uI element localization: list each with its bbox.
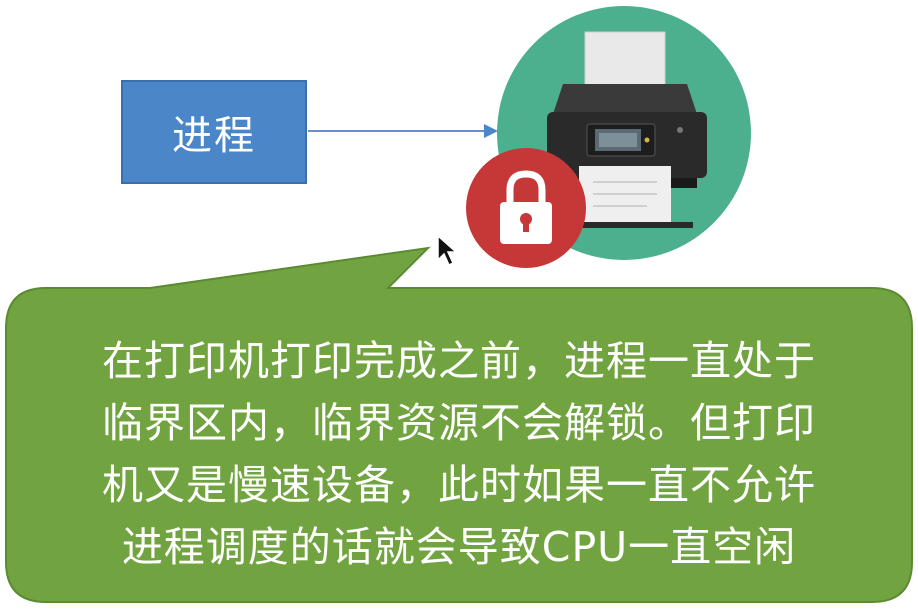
callout-text: 在打印机打印完成之前，进程一直处于 临界区内，临界资源不会解锁。但打印 机又是慢… (28, 330, 890, 578)
process-label: 进程 (172, 113, 256, 159)
callout-line-4: 进程调度的话就会导致CPU一直空闲 (121, 523, 797, 571)
callout-line-1: 在打印机打印完成之前，进程一直处于 (102, 337, 816, 385)
lock-circle (466, 148, 586, 268)
process-box: 进程 (121, 80, 307, 184)
callout-line-3: 机又是慢速设备，此时如果一直不允许 (102, 461, 816, 509)
callout-line-2: 临界区内，临界资源不会解锁。但打印 (102, 399, 816, 447)
mouse-cursor-icon (437, 234, 458, 267)
lock-icon (500, 170, 552, 244)
printer-icon (547, 31, 707, 228)
